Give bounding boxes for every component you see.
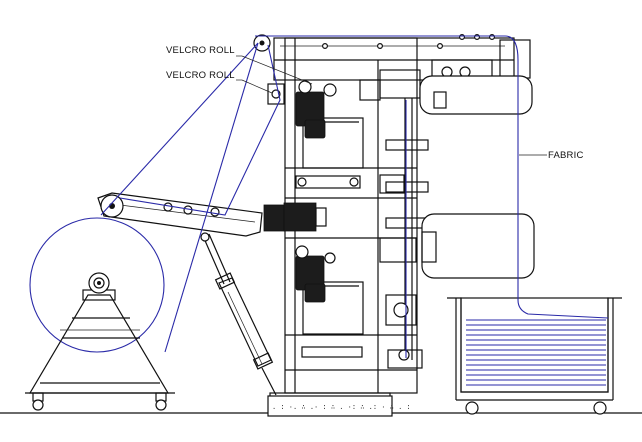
middle-gear-motor — [263, 174, 405, 232]
fabric-path — [100, 35, 609, 358]
right-shaft-assembly — [379, 98, 429, 369]
velcro-roll-upper — [253, 34, 271, 52]
cart-wheel-right — [593, 401, 607, 415]
dancer-arm — [97, 192, 263, 237]
velcro-roll-label-lower: VELCRO ROLL — [166, 70, 235, 81]
fabric-label: FABRIC — [548, 150, 584, 161]
fabric-supply-roll — [29, 217, 165, 353]
lower-drive-unit — [295, 245, 364, 335]
caster-right — [155, 392, 167, 411]
velcro-roll-label-upper: VELCRO ROLL — [166, 45, 235, 56]
caster-left — [32, 392, 44, 411]
collection-cart — [447, 297, 622, 415]
pneumatic-cylinder — [200, 232, 277, 396]
upper-drying-cylinder — [419, 75, 533, 115]
top-header-beam — [273, 33, 531, 99]
unwind-roll-stand — [25, 217, 175, 411]
upper-drive-unit — [295, 79, 381, 169]
lower-drying-cylinder — [421, 213, 535, 279]
velcro-roll-lower — [267, 83, 285, 105]
cart-wheel-left — [465, 401, 479, 415]
callout-velcro-roll-upper: VELCRO ROLL — [166, 45, 313, 85]
callout-fabric: FABRIC — [519, 150, 584, 161]
callout-velcro-roll-lower: VELCRO ROLL — [166, 70, 273, 94]
svg-text:. : ·. ∴ .· : ∴ . ·: ∴ .: · ∴: . : ·. ∴ .· : ∴ . ·: ∴ .: · ∴ . : — [272, 404, 411, 412]
folded-fabric-stack — [466, 319, 606, 386]
concrete-foundation: . : ·. ∴ .· : ∴ . ·: ∴ .: · ∴ . : — [267, 395, 411, 417]
